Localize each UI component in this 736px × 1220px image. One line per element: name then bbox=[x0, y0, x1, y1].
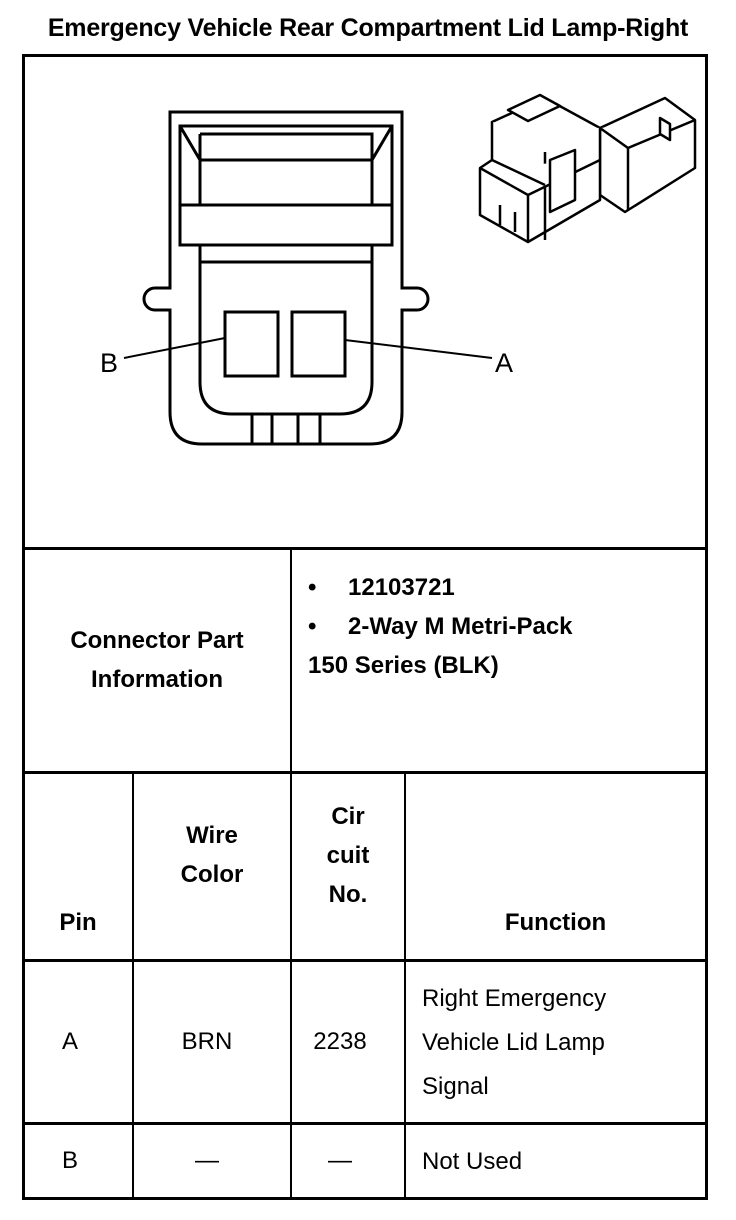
connector-info-label-line2: Information bbox=[91, 666, 223, 693]
pin-label-b: B bbox=[100, 348, 118, 378]
connector-info-label: Connector Part Information bbox=[24, 549, 290, 771]
bullet-icon: • bbox=[308, 613, 317, 640]
connector-info-values: • 12103721 • 2-Way M Metri-Pack 150 Series… bbox=[308, 568, 573, 685]
divider-col-circuit bbox=[404, 771, 406, 1200]
row-a-circuit: 2238 bbox=[313, 1027, 367, 1055]
row-b-pin: B bbox=[61, 1146, 78, 1174]
connector-series: 150 Series (BLK) bbox=[308, 652, 499, 679]
divider-connector-col bbox=[290, 547, 292, 774]
bullet-icon: • bbox=[308, 574, 317, 601]
divider-col-pin bbox=[132, 771, 134, 1200]
header-wire-color: Wire Color bbox=[180, 822, 244, 888]
part-number: 12103721 bbox=[348, 574, 455, 601]
divider-connector-info bbox=[22, 771, 708, 774]
divider-header bbox=[22, 959, 708, 962]
row-a-pin: A bbox=[61, 1027, 78, 1055]
divider-col-wire bbox=[290, 771, 292, 1200]
frame-bottom-border bbox=[22, 1197, 708, 1200]
connector-info-label-line1: Connector Part bbox=[70, 627, 244, 654]
header-circuit-no: Cir cuit No. bbox=[326, 802, 370, 908]
divider-diagram bbox=[22, 547, 708, 550]
row-a-wire-color: BRN bbox=[181, 1027, 233, 1055]
row-a-function: Right Emergency Vehicle Lid Lamp Signal bbox=[422, 985, 607, 1100]
header-pin: Pin bbox=[59, 909, 97, 936]
connector-face-diagram: B A bbox=[100, 93, 697, 446]
row-b-circuit: — bbox=[328, 1146, 352, 1174]
divider-row-a bbox=[22, 1122, 708, 1125]
page-title: Emergency Vehicle Rear Compartment Lid L… bbox=[47, 14, 689, 42]
connector-description: 2-Way M Metri-Pack bbox=[348, 613, 573, 640]
frame-left-border bbox=[22, 54, 25, 1200]
row-b-wire-color: — bbox=[195, 1146, 219, 1174]
connector-3d-view bbox=[478, 93, 697, 244]
row-b-function: Not Used bbox=[422, 1148, 523, 1175]
frame-right-border bbox=[705, 54, 708, 1200]
frame-top-border bbox=[22, 54, 708, 57]
pin-label-a: A bbox=[495, 348, 513, 378]
header-function: Function bbox=[504, 909, 607, 936]
